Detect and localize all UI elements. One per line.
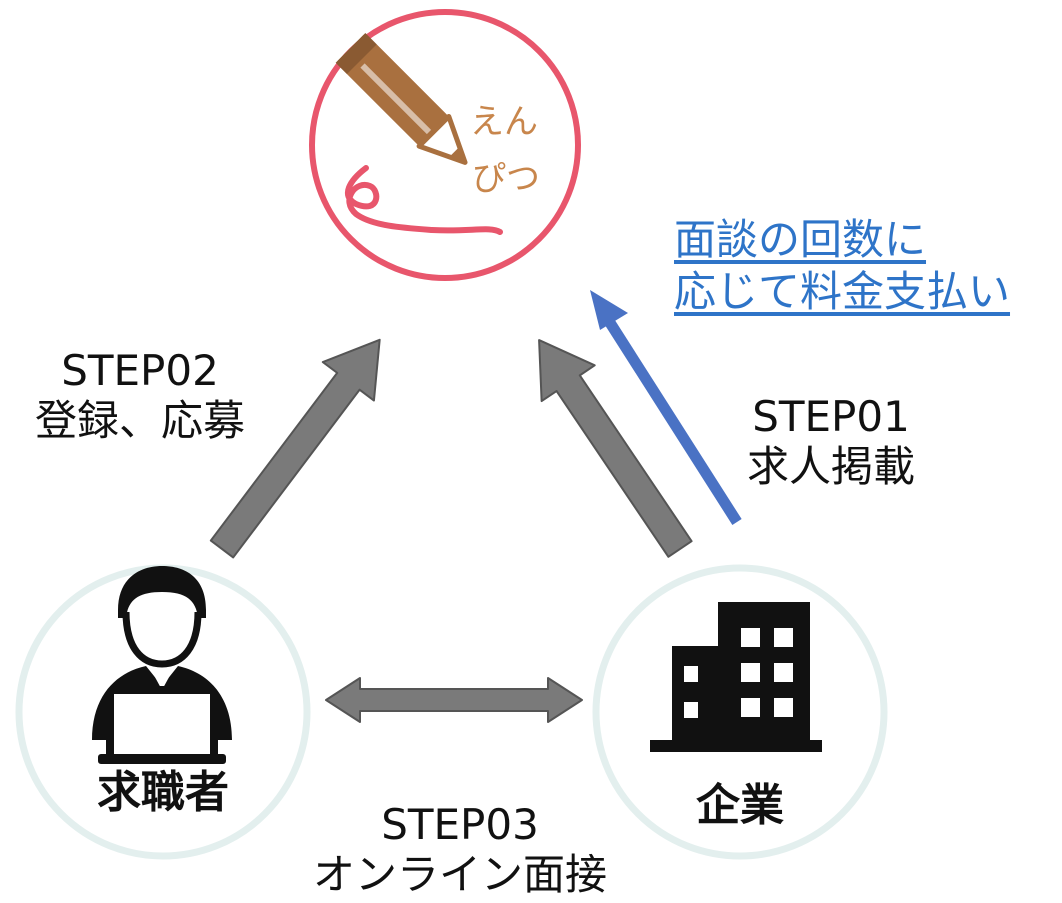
step01-arrow: [538, 339, 693, 558]
logo-squiggle: [344, 165, 503, 235]
logo-ring: [309, 9, 581, 281]
pencil-icon: [335, 33, 468, 165]
enpitsu-logo: えん ぴつ: [309, 9, 581, 281]
job-seeker-label: 求職者: [97, 767, 229, 818]
step01-label: STEP01 求人掲載: [716, 392, 946, 491]
fee-link-line1[interactable]: 面談の回数に: [674, 215, 927, 264]
step03-title: STEP03: [381, 800, 539, 849]
step03-double-arrow: [325, 677, 583, 723]
fee-payment-link[interactable]: 面談の回数に 応じて料金支払い: [674, 214, 1010, 318]
logo-text-line2: ぴつ: [472, 159, 540, 199]
step01-desc: 求人掲載: [746, 441, 915, 491]
fee-link-line2[interactable]: 応じて料金支払い: [674, 267, 1011, 316]
person-laptop-icon: [92, 566, 232, 764]
step02-arrow: [209, 338, 381, 559]
step02-title: STEP02: [61, 346, 219, 395]
step01-title: STEP01: [752, 392, 910, 441]
building-icon: [650, 602, 822, 752]
step02-desc: 登録、応募: [34, 395, 245, 445]
company-label: 企業: [696, 780, 784, 831]
payment-arrow: [590, 290, 742, 525]
step03-label: STEP03 オンライン面接: [270, 800, 650, 899]
logo-text-line1: えん: [470, 102, 538, 142]
step03-desc: オンライン面接: [312, 849, 607, 899]
step02-label: STEP02 登録、応募: [10, 346, 270, 445]
